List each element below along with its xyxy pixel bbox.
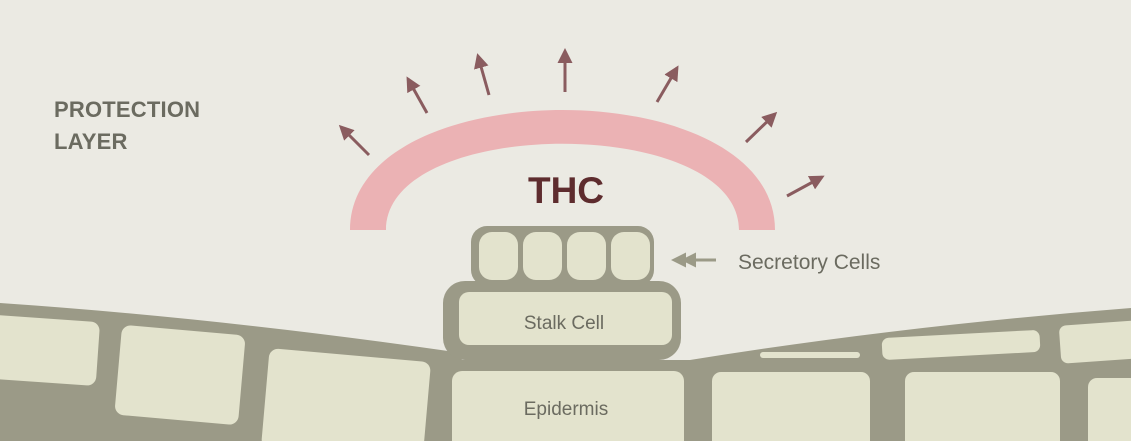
- stalk-cell-label: Stalk Cell: [524, 313, 604, 334]
- epidermis-cell: [1088, 378, 1131, 441]
- epidermis-cell: [760, 352, 860, 358]
- secretory-cell: [523, 232, 562, 280]
- epidermis-cell: [712, 372, 870, 441]
- arrow-up-icon: [786, 175, 825, 198]
- arrow-up-icon: [338, 48, 825, 198]
- stalk-cell: [459, 292, 672, 345]
- protection-label-line1: PROTECTION: [54, 97, 201, 122]
- arrow-up-icon: [655, 65, 679, 103]
- epidermis-cell: [0, 314, 100, 386]
- protection-arc: [350, 110, 775, 230]
- secretory-cells-label: Secretory Cells: [738, 251, 880, 274]
- arrow-up-icon: [338, 124, 371, 157]
- secretory-cell: [611, 232, 650, 280]
- epidermis-cell: [261, 348, 431, 441]
- epidermis-cell: [452, 371, 684, 441]
- secretory-cell: [567, 232, 606, 280]
- protection-layer-label: PROTECTION LAYER: [54, 94, 200, 158]
- epidermis-cell: [115, 325, 245, 425]
- epidermis-cell: [905, 372, 1060, 441]
- epidermis-label: Epidermis: [524, 399, 608, 420]
- arrow-up-icon: [406, 76, 429, 114]
- epidermis-cell: [881, 330, 1041, 360]
- arrow-up-icon: [744, 111, 778, 144]
- epidermis-cell: [1059, 320, 1131, 364]
- epidermis-cells: [0, 314, 1131, 441]
- protection-label-line2: LAYER: [54, 129, 128, 154]
- secretory-cell: [479, 232, 518, 280]
- secretory-cells: [479, 232, 650, 280]
- thc-label: THC: [528, 170, 604, 211]
- arrow-up-icon: [474, 53, 491, 96]
